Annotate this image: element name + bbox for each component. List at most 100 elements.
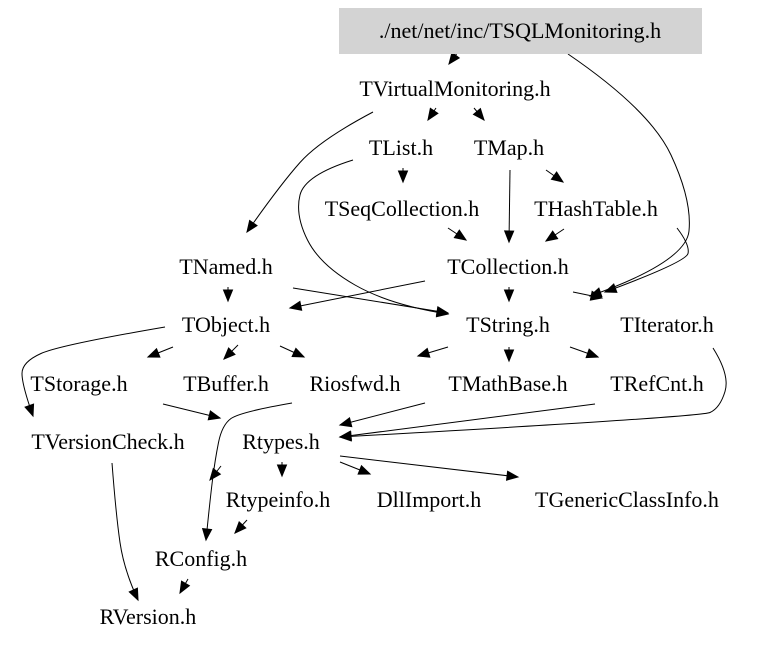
edge-n16-n22: [111, 462, 139, 602]
arrowhead: [179, 580, 191, 595]
nodes-layer: ./net/net/inc/TSQLMonitoring.hTVirtualMo…: [30, 8, 719, 629]
root-node[interactable]: ./net/net/inc/TSQLMonitoring.h: [339, 8, 702, 54]
node-rtypes-h[interactable]: Rtypes.h: [242, 429, 320, 454]
node-rconfig-h[interactable]: RConfig.h: [155, 546, 247, 571]
edge-n8-n11: [146, 346, 174, 358]
arrowhead: [503, 230, 515, 244]
arrowhead: [222, 289, 234, 303]
arrowhead: [201, 528, 213, 542]
node-tmathbase-h[interactable]: TMathBase.h: [448, 371, 567, 396]
edge-line: [292, 287, 449, 314]
edge-line: [21, 326, 166, 417]
node-tbuffer-h[interactable]: TBuffer.h: [183, 371, 269, 396]
arrowhead: [416, 347, 431, 358]
arrowhead: [472, 107, 485, 122]
edge-n8-n13: [279, 345, 306, 358]
edge-n9-n13: [416, 346, 449, 358]
arrowhead: [427, 107, 439, 122]
arrowhead: [234, 520, 247, 534]
node-label: TIterator.h: [620, 312, 713, 337]
node-label: Rtypes.h: [242, 429, 320, 454]
edge-line: [111, 462, 139, 601]
node-tmap-h[interactable]: TMap.h: [474, 135, 544, 160]
edge-line: [298, 159, 449, 315]
node-label: TMathBase.h: [448, 371, 567, 396]
node-thashtable-h[interactable]: THashTable.h: [534, 196, 658, 221]
arrowhead: [435, 305, 450, 317]
node-tstorage-h[interactable]: TStorage.h: [30, 371, 127, 396]
arrowhead: [357, 464, 372, 475]
edge-n21-n22: [179, 578, 191, 595]
edge-line: [339, 402, 426, 426]
arrowhead: [207, 410, 222, 421]
node-label: TString.h: [466, 312, 550, 337]
node-label: DllImport.h: [377, 487, 482, 512]
node-label: TSeqCollection.h: [325, 196, 480, 221]
arrowhead: [223, 347, 236, 360]
node-tseqcollection-h[interactable]: TSeqCollection.h: [325, 196, 480, 221]
node-trefcnt-h[interactable]: TRefCnt.h: [610, 371, 704, 396]
arrowhead: [276, 464, 288, 478]
node-tcollection-h[interactable]: TCollection.h: [447, 254, 569, 279]
node-tstring-h[interactable]: TString.h: [466, 312, 550, 337]
edge-n1-n3: [472, 107, 485, 122]
arrowhead: [146, 347, 161, 358]
node-label: Riosfwd.h: [309, 371, 400, 396]
edge-n3-n5: [545, 169, 565, 183]
node-titerator-h[interactable]: TIterator.h: [620, 312, 713, 337]
edge-line: [246, 111, 374, 233]
node-tobject-h[interactable]: TObject.h: [182, 312, 270, 337]
node-tlist-h[interactable]: TList.h: [369, 135, 433, 160]
edge-n5-n7: [544, 228, 565, 242]
edge-n1-n2: [427, 107, 439, 122]
edge-line: [339, 455, 519, 478]
node-label: Rtypeinfo.h: [226, 487, 331, 512]
edge-n8-n12: [223, 344, 239, 360]
edge-line: [339, 347, 727, 438]
edge-line: [604, 227, 689, 293]
node-label: TStorage.h: [30, 371, 127, 396]
node-label: RVersion.h: [100, 604, 197, 629]
node-tversioncheck-h[interactable]: TVersionCheck.h: [31, 429, 184, 454]
node-tnamed-h[interactable]: TNamed.h: [179, 254, 272, 279]
node-label: TObject.h: [182, 312, 270, 337]
arrowhead: [544, 230, 559, 242]
edge-n6-n8: [222, 287, 234, 303]
node-label: TGenericClassInfo.h: [535, 487, 719, 512]
arrowhead: [291, 347, 306, 358]
arrowhead: [505, 470, 520, 481]
node-rtypeinfo-h[interactable]: Rtypeinfo.h: [226, 487, 331, 512]
node-tgenericclassinfo-h[interactable]: TGenericClassInfo.h: [535, 487, 719, 512]
edge-n12-n21: [201, 402, 293, 542]
edge-n6-n9: [292, 287, 450, 317]
edge-n2-n9: [298, 159, 450, 318]
edges-layer: [21, 51, 727, 602]
node-label: TMap.h: [474, 135, 544, 160]
arrowhead: [338, 431, 352, 442]
edge-n2-n4: [397, 168, 409, 184]
node-label: RConfig.h: [155, 546, 247, 571]
edge-line: [567, 53, 690, 297]
edge-line: [289, 280, 426, 309]
edge-line: [205, 402, 293, 541]
node-dllimport-h[interactable]: DllImport.h: [377, 487, 482, 512]
arrowhead: [128, 587, 139, 602]
node-label: TRefCnt.h: [610, 371, 704, 396]
edge-n0-n9: [567, 53, 690, 298]
edge-n17-n18: [276, 462, 288, 478]
edge-n18-n21: [234, 519, 248, 534]
node-label: TBuffer.h: [183, 371, 269, 396]
arrowhead: [209, 467, 222, 482]
node-label: TCollection.h: [447, 254, 569, 279]
node-rversion-h[interactable]: RVersion.h: [100, 604, 197, 629]
edge-line: [508, 169, 511, 243]
node-label: ./net/net/inc/TSQLMonitoring.h: [379, 18, 661, 43]
arrowhead: [453, 229, 468, 241]
edge-line: [339, 403, 596, 438]
arrowhead: [503, 289, 515, 303]
edge-n11-n17: [162, 403, 222, 421]
node-riosfwd-h[interactable]: Riosfwd.h: [309, 371, 400, 396]
node-tvirtualmonitoring-h[interactable]: TVirtualMonitoring.h: [359, 76, 550, 101]
edge-n8-n16: [21, 326, 166, 418]
